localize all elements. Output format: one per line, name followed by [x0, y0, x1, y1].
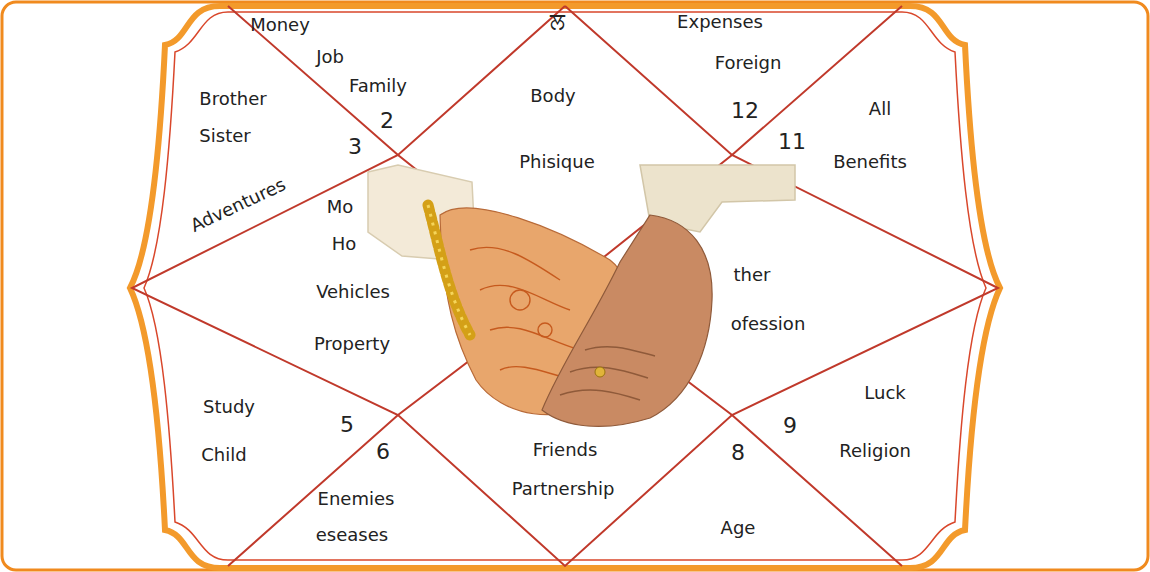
inner-border	[144, 12, 986, 560]
house-number: 12	[731, 98, 759, 123]
henna-pattern	[470, 247, 580, 380]
house-label: Money	[250, 15, 310, 36]
house-label: Study	[203, 397, 255, 418]
house-label: Brother	[199, 89, 266, 110]
house-number: ਲ	[550, 9, 565, 34]
groom-hand	[542, 215, 712, 426]
house-number: 2	[380, 108, 394, 133]
house-number: 11	[778, 129, 806, 154]
house-label: Child	[201, 445, 246, 466]
ornamental-border	[130, 6, 1000, 568]
diagonal-line	[228, 6, 902, 566]
house-label: Phisique	[519, 152, 595, 173]
hands-illustration	[368, 165, 795, 426]
house-label: Enemies	[318, 489, 395, 510]
house-number: 3	[348, 134, 362, 159]
house-label: Sister	[199, 126, 250, 147]
ring	[595, 367, 605, 377]
house-number: 8	[731, 440, 745, 465]
house-label: Body	[530, 86, 575, 107]
house-label: Property	[314, 334, 390, 355]
diagonal-line	[228, 6, 902, 566]
house-label: Religion	[839, 441, 911, 462]
house-number: 9	[783, 413, 797, 438]
house-label: Luck	[864, 383, 905, 404]
house-label: Friends	[533, 440, 598, 461]
house-label: Partnership	[512, 479, 615, 500]
house-number: 6	[376, 439, 390, 464]
house-label: Ho	[332, 234, 357, 255]
house-label: Vehicles	[316, 282, 390, 303]
house-label: Adventures	[187, 174, 289, 236]
house-label: Benefits	[833, 152, 907, 173]
house-number: 5	[340, 412, 354, 437]
house-lines	[132, 6, 998, 566]
finger-lines	[560, 347, 655, 400]
gold-bracelet	[428, 205, 470, 335]
house-label: Age	[721, 518, 756, 539]
house-label: ther	[734, 265, 771, 286]
house-label: Mo	[327, 197, 354, 218]
house-label: Family	[349, 76, 407, 97]
diamond-line	[132, 6, 998, 566]
house-label: eseases	[316, 525, 388, 546]
bracelet-shine	[428, 205, 470, 335]
house-label: Expenses	[677, 12, 763, 33]
house-label: All	[869, 99, 891, 120]
house-label: Job	[316, 47, 344, 68]
house-label: ofession	[731, 314, 806, 335]
house-label: Foreign	[715, 53, 782, 74]
